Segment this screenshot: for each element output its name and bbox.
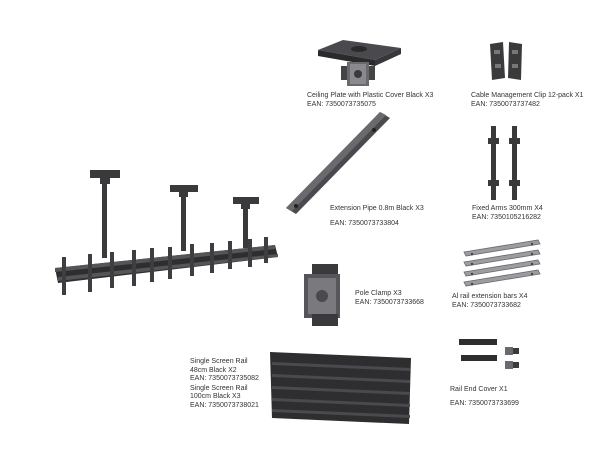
al-rail-ean: EAN: 7350073733682 bbox=[452, 301, 521, 309]
ceiling-plate-image bbox=[313, 36, 403, 92]
pole-clamp-ean: EAN: 7350073733668 bbox=[355, 298, 424, 306]
fixed-arms-image bbox=[485, 124, 525, 202]
cable-clip-name: Cable Management Clip 12-pack X1 bbox=[471, 92, 584, 99]
cable-clip-ean: EAN: 7350073737482 bbox=[471, 100, 540, 108]
cable-clip-image bbox=[487, 40, 527, 82]
rail-end-cover-image bbox=[455, 335, 525, 375]
rail-48-name: Single Screen Rail bbox=[190, 358, 248, 365]
fixed-arms-ean: EAN: 7350105216282 bbox=[472, 213, 541, 221]
rail-end-cover-ean: EAN: 7350073733699 bbox=[450, 399, 519, 407]
ceiling-plate-ean: EAN: 7350073735075 bbox=[307, 100, 376, 108]
ceiling-plate-name: Ceiling Plate with Plastic Cover Black X… bbox=[307, 92, 434, 99]
rail-48-size: 48cm Black X2 bbox=[190, 366, 237, 374]
pole-clamp-name: Pole Clamp X3 bbox=[355, 290, 402, 297]
pole-clamp-image bbox=[298, 262, 348, 328]
rail-48-ean: EAN: 7350073735082 bbox=[190, 375, 259, 382]
extension-pipe-image bbox=[282, 108, 397, 218]
fixed-arms-name: Fixed Arms 300mm X4 bbox=[472, 205, 543, 212]
screen-rail-image bbox=[268, 346, 413, 426]
assembled-mount-image bbox=[50, 165, 290, 315]
al-rail-bars-image bbox=[462, 238, 542, 288]
extension-pipe-name: Extension Pipe 0.8m Black X3 bbox=[330, 205, 424, 212]
rail-100-size: 100cm Black X3 bbox=[190, 393, 241, 400]
rail-end-cover-name: Rail End Cover X1 bbox=[450, 386, 508, 393]
al-rail-name: Al rail extension bars X4 bbox=[452, 293, 528, 300]
rail-100-name: Single Screen Rail bbox=[190, 384, 248, 392]
extension-pipe-ean: EAN: 7350073733804 bbox=[330, 219, 399, 227]
rail-100-ean: EAN: 7350073738021 bbox=[190, 401, 259, 409]
